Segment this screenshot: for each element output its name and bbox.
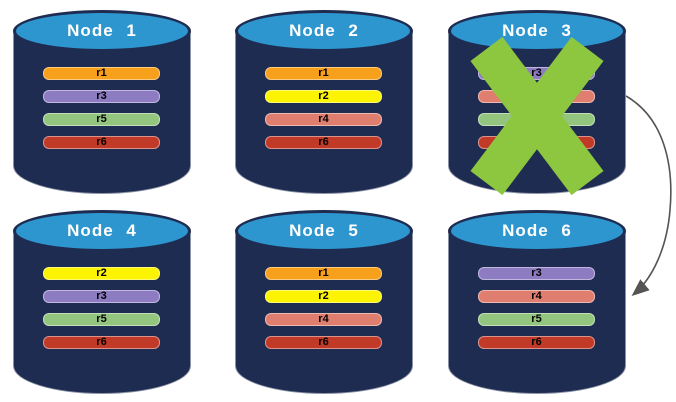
replica-label: r6	[318, 336, 329, 348]
cylinder-top: Node 2	[235, 10, 413, 52]
replica-label: r3	[531, 267, 542, 279]
replica-bar: r2	[265, 90, 382, 103]
replica-bar: r6	[43, 336, 160, 349]
replica-bar: r5	[43, 313, 160, 326]
replica-label: r3	[96, 290, 107, 302]
cylinder-body	[448, 231, 626, 394]
cylinder-top: Node 1	[13, 10, 191, 52]
replica-list: r1 r2 r4 r6	[265, 267, 382, 359]
replica-bar: r1	[43, 67, 160, 80]
replica-bar: r3	[43, 90, 160, 103]
replica-label: r5	[96, 113, 107, 125]
replica-bar: r5	[43, 113, 160, 126]
replica-bar: r6	[43, 136, 160, 149]
cylinder-body	[235, 231, 413, 394]
replica-bar: r6	[478, 336, 595, 349]
replica-bar: r6	[265, 136, 382, 149]
failover-arrow-path	[625, 95, 672, 297]
replica-label: r1	[96, 67, 107, 79]
node-title: Node 5	[289, 221, 359, 240]
replica-bar: r2	[43, 267, 160, 280]
replica-label: r2	[318, 290, 329, 302]
replica-label: r4	[318, 313, 329, 325]
cylinder-body	[13, 231, 191, 394]
replica-list: r1 r2 r4 r6	[265, 67, 382, 159]
replica-bar	[478, 113, 595, 126]
replica-label: r1	[318, 267, 329, 279]
replica-bar: r3	[478, 67, 595, 80]
db-node: Node 2 r1 r2 r4 r6	[235, 10, 413, 194]
replica-label: r6	[96, 336, 107, 348]
replica-label: r4	[318, 113, 329, 125]
replica-label: r3	[96, 90, 107, 102]
cylinder-top: Node 6	[448, 210, 626, 252]
replica-list: r3	[478, 67, 595, 159]
replica-list: r2 r3 r5 r6	[43, 267, 160, 359]
node-title: Node 2	[289, 21, 359, 40]
replica-bar: r5	[478, 313, 595, 326]
replica-label: r5	[531, 313, 542, 325]
cylinder-top: Node 4	[13, 210, 191, 252]
replica-bar: r6	[265, 336, 382, 349]
replica-bar: r4	[265, 113, 382, 126]
db-node: Node 6 r3 r4 r5 r6	[448, 210, 626, 394]
replica-bar: r1	[265, 67, 382, 80]
replica-bar: r3	[43, 290, 160, 303]
cylinder-body	[13, 31, 191, 194]
replica-label: r3	[531, 67, 542, 79]
db-node: Node 5 r1 r2 r4 r6	[235, 210, 413, 394]
replica-bar: r2	[265, 290, 382, 303]
replica-label: r2	[96, 267, 107, 279]
replica-list: r1 r3 r5 r6	[43, 67, 160, 159]
node-title: Node 4	[67, 221, 137, 240]
replica-bar	[478, 90, 595, 103]
replica-label: r6	[96, 136, 107, 148]
cylinder-top: Node 5	[235, 210, 413, 252]
replica-label: r6	[531, 336, 542, 348]
replica-bar	[478, 136, 595, 149]
replica-bar: r4	[478, 290, 595, 303]
node-title: Node 3	[502, 21, 572, 40]
db-node: Node 4 r2 r3 r5 r6	[13, 210, 191, 394]
replica-label: r2	[318, 90, 329, 102]
db-node: Node 3 r3	[448, 10, 626, 196]
replica-label: r5	[96, 313, 107, 325]
replica-label: r1	[318, 67, 329, 79]
db-node: Node 1 r1 r3 r5 r6	[13, 10, 191, 194]
replica-bar: r1	[265, 267, 382, 280]
replica-list: r3 r4 r5 r6	[478, 267, 595, 359]
cylinder-top: Node 3	[448, 10, 626, 52]
cylinder-body	[235, 31, 413, 194]
replica-bar: r4	[265, 313, 382, 326]
replica-label: r4	[531, 290, 542, 302]
replica-label: r6	[318, 136, 329, 148]
replica-bar: r3	[478, 267, 595, 280]
node-title: Node 1	[67, 21, 137, 40]
node-title: Node 6	[502, 221, 572, 240]
